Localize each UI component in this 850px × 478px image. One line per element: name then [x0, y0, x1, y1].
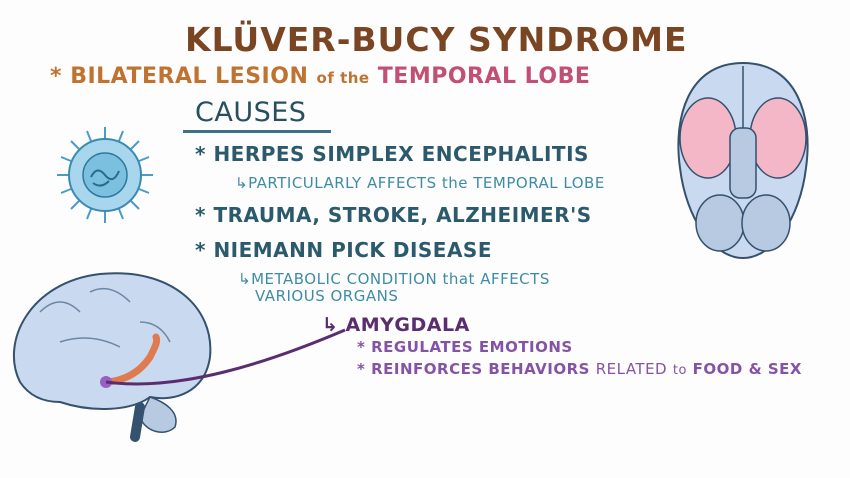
amygdala-point-2: * REINFORCES BEHAVIORS RELATED to FOOD &… [357, 360, 802, 378]
brain-lateral-view-illustration [12, 272, 346, 442]
bullet: * [50, 64, 63, 89]
slide-title: KLÜVER-BUCY SYNDROME [185, 20, 688, 59]
cause-herpes: * HERPES SIMPLEX ENCEPHALITIS [195, 142, 589, 166]
cause-herpes-note: ↳PARTICULARLY AFFECTS the TEMPORAL LOBE [235, 174, 605, 192]
virus-illustration [57, 127, 153, 223]
brain-inferior-view-illustration [677, 61, 809, 260]
cause-niemann-note2: VARIOUS ORGANS [255, 287, 399, 305]
amygdala-point-1: * REGULATES EMOTIONS [357, 338, 573, 356]
causes-underline [183, 130, 331, 133]
connector-text: of the [316, 69, 370, 87]
amygdala-label: ↳ AMYGDALA [322, 314, 470, 336]
cause-trauma: * TRAUMA, STROKE, ALZHEIMER'S [195, 203, 592, 227]
definition-line: * BILATERAL LESION of the TEMPORAL LOBE [50, 64, 590, 89]
causes-heading: CAUSES [195, 97, 307, 128]
cause-niemann: * NIEMANN PICK DISEASE [195, 238, 492, 262]
temporal-lobe-text: TEMPORAL LOBE [377, 64, 591, 89]
cause-niemann-note: ↳METABOLIC CONDITION that AFFECTS [238, 270, 550, 288]
bilateral-lesion-text: BILATERAL LESION [70, 64, 309, 89]
